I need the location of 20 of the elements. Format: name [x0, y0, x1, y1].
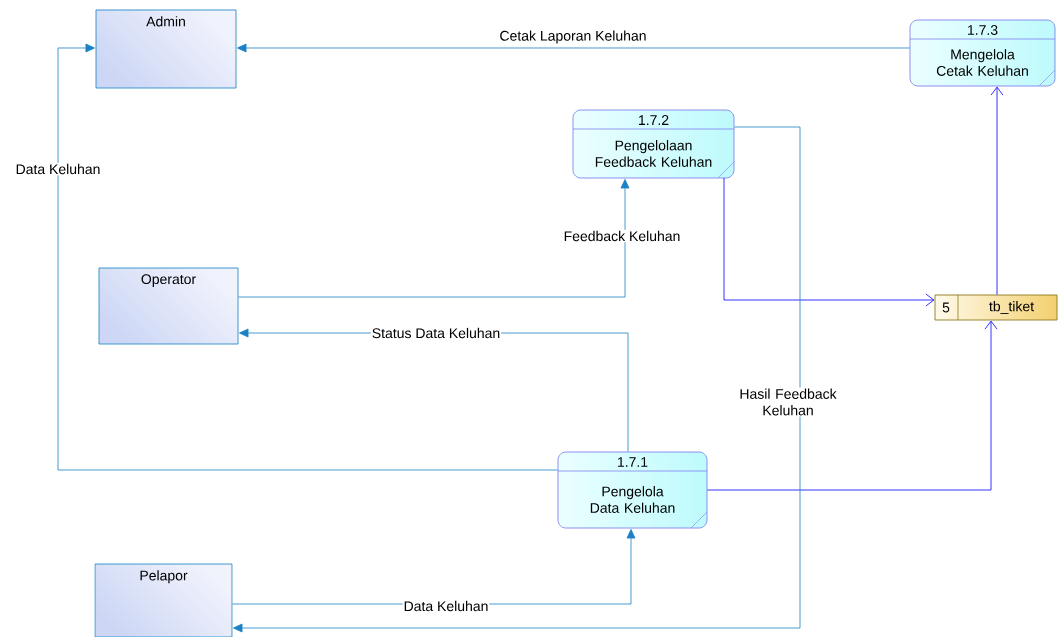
- entity-box: Operator: [98, 267, 239, 345]
- edge-label: Cetak Laporan Keluhan: [498, 29, 648, 45]
- edge-label: Feedback Keluhan: [562, 229, 682, 243]
- arrow: [238, 179, 630, 298]
- arrow: [237, 43, 910, 53]
- edge-label: Data Keluhan: [14, 162, 102, 176]
- arrow: [990, 86, 1004, 295]
- edge-label: Hasil Feedback Keluhan: [727, 387, 849, 417]
- arrow: [707, 320, 998, 491]
- process-box: 1.7.2 Pengelolaan Feedback Keluhan: [572, 109, 735, 179]
- arrow: [233, 126, 801, 633]
- edge-label: Status Data Keluhan: [370, 326, 502, 340]
- edge-label: Data Keluhan: [402, 599, 490, 613]
- entity-box: Admin: [95, 9, 237, 89]
- process-box: 1.7.3 Mengelola Cetak Keluhan: [909, 19, 1056, 87]
- arrow: [723, 177, 935, 307]
- data-store: 5 tb_tiket: [934, 294, 1058, 321]
- entity-box: Pelapor: [94, 563, 233, 637]
- arrow: [57, 43, 558, 471]
- process-box: 1.7.1 Pengelola Data Keluhan: [557, 451, 708, 529]
